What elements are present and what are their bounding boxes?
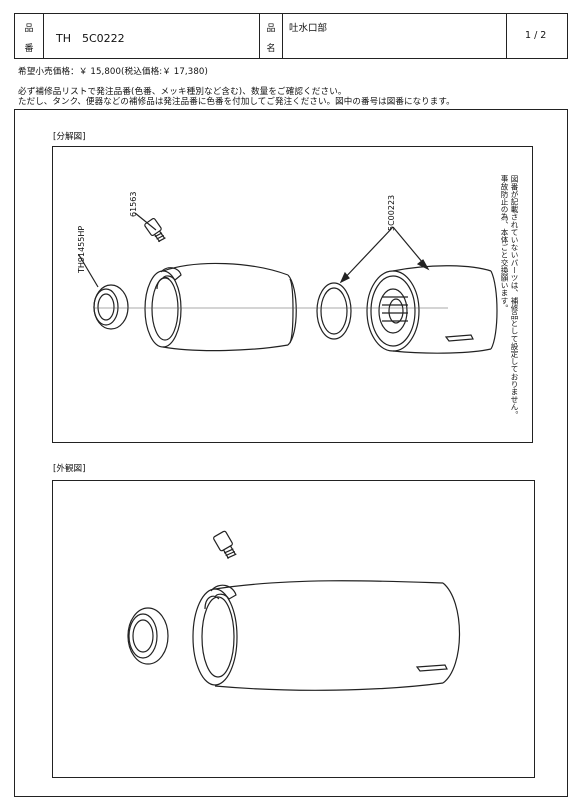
part-name: 吐水口部 <box>289 23 328 34</box>
spout-body-part <box>144 262 297 352</box>
exploded-view-box: TH91455HP 61563 5C00223 図番が記載されていないパーツは、… <box>52 146 533 443</box>
side-note-line-1: 図番が記載されていないパーツは、補修品として設定しておりません。 <box>510 175 519 419</box>
part-name-label-2: 名 <box>266 44 276 54</box>
leader-5c00223-a <box>340 226 394 283</box>
part-label-5c00223: 5C00223 <box>387 194 396 231</box>
leader-th91455hp <box>78 254 99 288</box>
exploded-drawing <box>78 212 498 354</box>
assembled-spout <box>192 580 461 691</box>
part-no-label-2: 番 <box>24 44 34 54</box>
exterior-view-title: [外観図] <box>53 464 86 474</box>
small-ring-part <box>93 284 129 330</box>
header-table: 品 番 TH 5C0222 品 名 吐水口部 1 / 2 <box>14 13 568 59</box>
part-number: TH 5C0222 <box>56 32 125 45</box>
cartridge-body-part <box>366 265 498 354</box>
part-no-label-1: 品 <box>24 24 34 34</box>
screw-part <box>144 218 166 243</box>
side-note-line-2: 事故防止の為、本体ごと交換願います。 <box>500 175 509 312</box>
part-name-label-cell: 品 名 <box>259 14 283 58</box>
exploded-view-title: [分解図] <box>53 132 86 142</box>
notice-line-2: ただし、タンク、便器などの補修品は発注品番に色番を付加してご発注ください。図中の… <box>18 97 455 107</box>
o-ring-part <box>316 282 352 340</box>
drawing-frame <box>14 109 568 797</box>
notice-line-1: 必ず補修品リストで発注品番(色番、メッキ種別など含む)、数量をご確認ください。 <box>18 87 347 97</box>
price-line: 希望小売価格：￥ 15,800(税込価格:￥ 17,380) <box>18 67 208 77</box>
part-no-label-cell: 品 番 <box>15 14 44 58</box>
exterior-drawing <box>127 530 461 691</box>
ring-exterior <box>127 607 169 665</box>
part-label-61563: 61563 <box>129 191 138 217</box>
side-note: 図番が記載されていないパーツは、補修品として設定しておりません。 事故防止の為、… <box>499 175 519 421</box>
page-number: 1 / 2 <box>525 30 547 41</box>
part-name-label-1: 品 <box>266 24 276 34</box>
part-label-th91455hp: TH91455HP <box>77 225 86 273</box>
page-divider <box>506 14 507 58</box>
exterior-view-box <box>52 480 535 778</box>
screw-exterior <box>213 530 237 559</box>
leader-61563 <box>134 212 157 231</box>
